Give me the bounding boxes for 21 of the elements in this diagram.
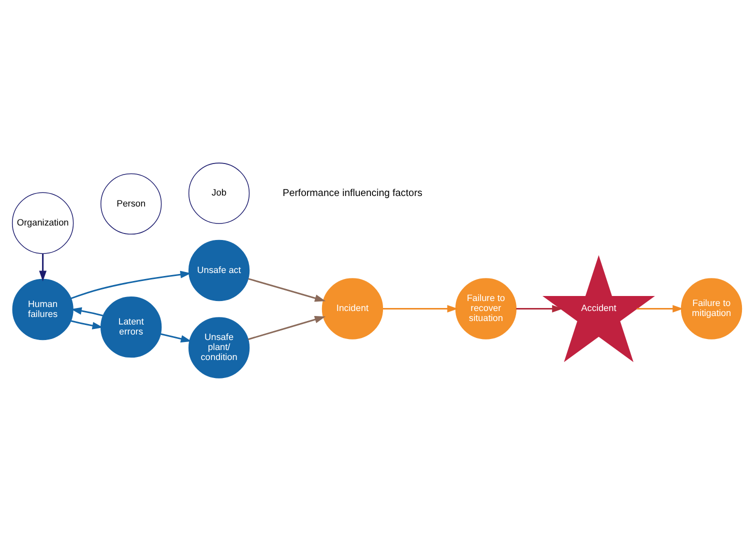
node-circle: Human failures: [12, 278, 74, 340]
arrow: [248, 315, 326, 340]
node-circle: Incident: [322, 278, 384, 339]
node-circle: Person: [100, 172, 162, 234]
node-circle: Job: [188, 162, 250, 224]
arrow: [70, 270, 192, 299]
arrow: [248, 278, 326, 302]
label: Performance influencing factors: [282, 187, 422, 198]
node-circle: Latent errors: [100, 296, 162, 358]
node-circle: Organization: [12, 192, 74, 254]
node-circle: Unsafe plant/ condition: [188, 316, 250, 378]
arrow: [382, 304, 458, 312]
arrow: [516, 304, 563, 312]
node-circle: Failure to mitigation: [680, 278, 742, 339]
arrow: [70, 306, 104, 316]
arrow: [160, 332, 192, 342]
node-circle: Unsafe act: [188, 239, 250, 301]
arrow: [70, 320, 104, 329]
arrow: [39, 253, 47, 281]
node-circle: Failure to recover situation: [455, 278, 516, 339]
arrow: [636, 304, 684, 312]
